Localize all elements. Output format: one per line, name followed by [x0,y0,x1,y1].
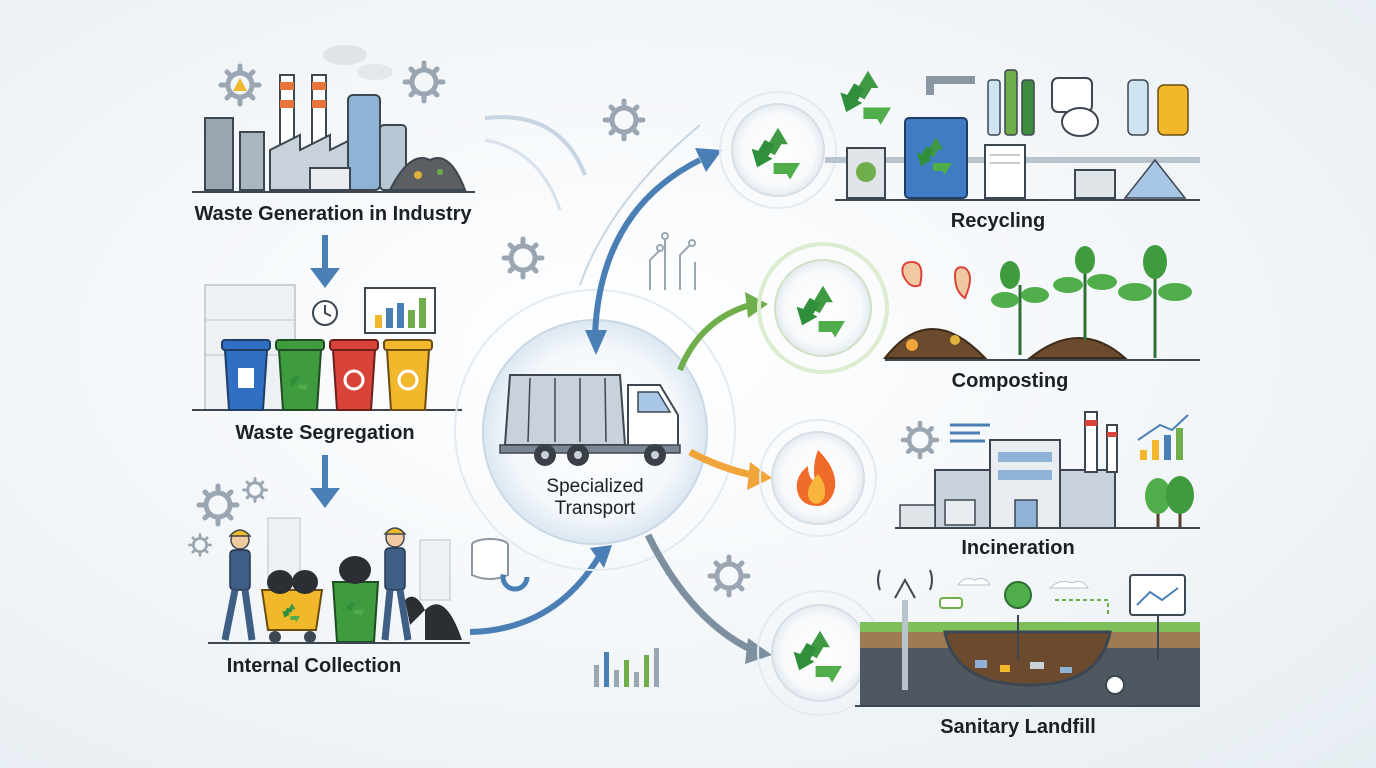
stage-label-transport: Specialized Transport [546,476,643,520]
gear-icon [188,533,212,557]
red-bin-icon [329,339,379,411]
gear-icon [710,557,748,595]
gear-icon [504,239,542,277]
flow-arrow [469,115,612,635]
bar-chart-icon [594,648,659,687]
destination-label-composting: Composting [951,370,1069,392]
gear-icon [199,486,237,524]
collection-illustration [208,517,530,644]
gear-icon [405,63,443,101]
stage-label-generation: Waste Generation in Industry [194,203,472,225]
composting-node [774,259,872,357]
gear-icon [605,101,643,139]
incineration-illustration [895,411,1200,529]
yellow-bin-icon [383,339,433,411]
gear-icon [221,66,259,104]
flow-arrow [579,124,722,355]
blue-bin-icon [221,339,271,411]
stage-label-segregation: Waste Segregation [235,422,415,444]
green-bin-icon [275,339,325,411]
destination-label-incineration: Incineration [961,537,1075,559]
recycling-illustration [825,69,1200,201]
circuit-icon [649,232,696,290]
flow-arrow [310,235,340,288]
transport-label-line2: Transport [554,498,636,519]
recycle-icon [840,70,891,125]
recycling-node [731,103,825,197]
transport-label-line1: Specialized [546,476,644,497]
gear-icon [242,477,268,503]
flow-arrow [310,455,340,508]
flow-arrow [644,533,772,664]
stage-label-collection: Internal Collection [226,655,402,677]
composting-illustration [882,245,1200,361]
garbage-truck-icon [499,374,681,466]
flow-arrow [677,292,768,372]
destination-label-recycling: Recycling [950,210,1046,232]
landfill-node [771,604,869,702]
fire-icon [796,450,836,506]
destination-label-landfill: Sanitary Landfill [940,716,1096,738]
gear-icon [903,423,937,457]
landfill-illustration [855,569,1200,707]
factory-illustration [192,45,475,193]
